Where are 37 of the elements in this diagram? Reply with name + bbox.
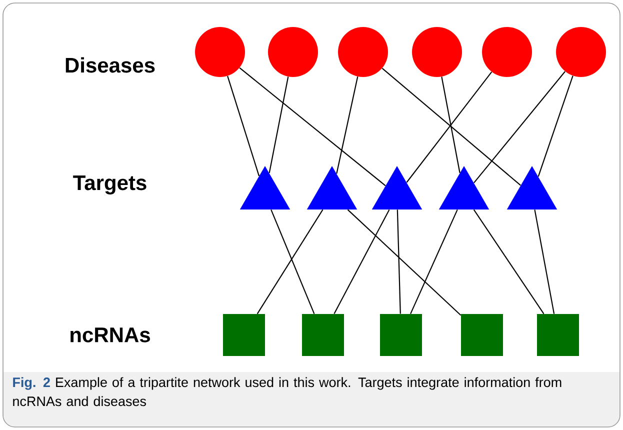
connector-line	[239, 67, 386, 186]
target-triangle	[372, 166, 422, 210]
disease-circle	[338, 27, 388, 77]
connector-line	[538, 76, 574, 177]
connector-line	[473, 209, 544, 314]
row-label: Diseases	[66, 57, 155, 73]
connector-line	[396, 210, 401, 314]
ncrna-square	[223, 314, 265, 356]
ncrna-square	[302, 314, 344, 356]
ncrna-square	[461, 314, 503, 356]
connector-line	[441, 76, 460, 173]
caption-text: Fig. 2 Example of a tripartite network used in this work. Targets integrate information from ncRNAs and diseases	[13, 377, 562, 406]
row-label: Targets	[73, 176, 146, 194]
disease-circle	[268, 27, 318, 77]
connector-line	[534, 210, 555, 314]
connector-line	[227, 76, 260, 176]
connector-line	[347, 209, 462, 316]
target-triangle	[306, 166, 358, 210]
disease-circle	[412, 27, 462, 77]
connector-line	[382, 68, 521, 186]
connector-line	[410, 209, 458, 314]
disease-circle	[482, 27, 532, 77]
target-triangle	[240, 166, 290, 210]
connector-line	[270, 209, 315, 314]
disease-circle	[195, 27, 245, 77]
connector-line	[334, 209, 390, 314]
row-label: ncRNAs	[70, 328, 150, 342]
ncrna-square	[537, 314, 579, 356]
target-triangle	[438, 166, 490, 210]
connector-line	[474, 71, 566, 184]
connector-line	[406, 72, 492, 183]
disease-circle	[556, 27, 606, 77]
ncrna-square	[380, 314, 422, 356]
connector-line	[256, 209, 324, 314]
target-triangle	[506, 166, 558, 210]
connector-line	[268, 76, 289, 174]
connector-line	[336, 76, 358, 174]
